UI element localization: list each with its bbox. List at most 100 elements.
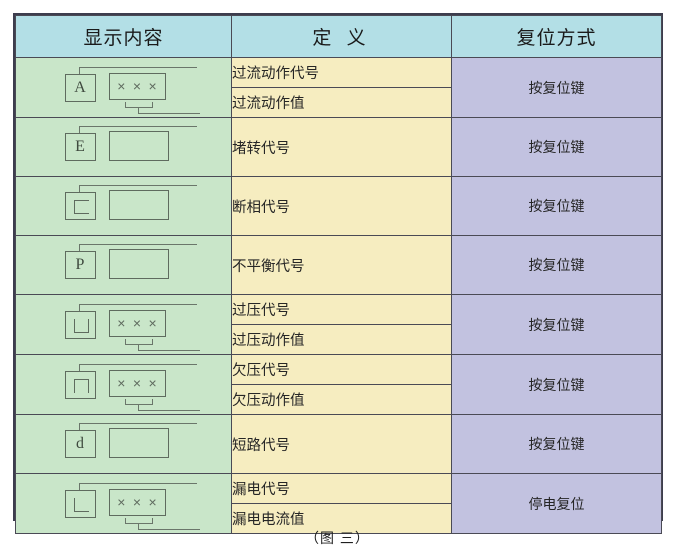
- code-digit-box: P: [64, 251, 96, 279]
- table-row: d 短路代号按复位键: [15, 414, 662, 474]
- code-digit-box: [64, 192, 96, 220]
- leader-line-bottom: [137, 106, 200, 114]
- leader-line-bottom: [137, 403, 200, 411]
- leader-line-top: [78, 126, 197, 134]
- leader-line-top: [78, 185, 197, 193]
- reset-method-cell: 按复位键: [451, 235, 662, 295]
- led-display-graphic: × × ×: [29, 299, 219, 351]
- code-digit-box: [64, 489, 96, 518]
- code-glyph: [73, 378, 89, 393]
- led-display-graphic: d: [29, 418, 219, 470]
- reset-method-cell: 按复位键: [451, 57, 662, 118]
- leader-line-top: [78, 303, 197, 312]
- code-digit-box: [64, 310, 96, 339]
- reset-method-cell: 停电复位: [451, 473, 662, 534]
- value-empty-box: [108, 428, 169, 458]
- definition-cell: 过压动作值: [231, 324, 452, 355]
- code-digit-box: A: [64, 73, 96, 102]
- value-digit-mark: ×: [117, 315, 126, 331]
- table-row: × × × 欠压代号按复位键: [15, 354, 662, 415]
- definition-cell: 不平衡代号: [231, 235, 452, 295]
- leader-line-top: [78, 66, 197, 75]
- value-digit-mark: ×: [132, 315, 142, 331]
- table-row: × × × 过压代号按复位键: [15, 294, 662, 355]
- definition-cell: 漏电代号: [231, 473, 452, 504]
- code-glyph: P: [75, 256, 85, 273]
- definition-cell: 欠压动作值: [231, 384, 452, 415]
- value-digit-mark: ×: [117, 375, 126, 391]
- value-digit-mark: ×: [148, 315, 157, 331]
- header-display-content: 显示内容: [15, 15, 232, 58]
- value-digit-mark: ×: [132, 78, 142, 94]
- table-row: A×××过流动作代号按复位键: [15, 57, 662, 118]
- definition-cell: 断相代号: [231, 176, 452, 236]
- code-glyph: [73, 497, 89, 512]
- reset-method-cell: 按复位键: [451, 354, 662, 415]
- value-empty-box: [108, 131, 169, 161]
- value-digit-mark: ×: [132, 375, 142, 391]
- value-digit-mark: ×: [117, 494, 126, 510]
- leader-stub-bottom: [124, 101, 153, 108]
- display-content-cell: A×××: [15, 57, 232, 118]
- led-display-graphic: E: [29, 121, 219, 173]
- value-digit-mark: ×: [132, 494, 142, 510]
- leader-stub-bottom: [124, 398, 153, 405]
- led-display-graphic: A×××: [29, 62, 219, 114]
- definition-cell: 过流动作值: [231, 87, 452, 118]
- table-row: P 不平衡代号按复位键: [15, 235, 662, 295]
- value-digit-mark: ×: [148, 78, 157, 94]
- leader-line-bottom: [137, 522, 200, 530]
- table-row: × × × 漏电代号停电复位: [15, 473, 662, 534]
- code-digit-box: d: [64, 430, 96, 458]
- display-content-cell: × × ×: [15, 473, 232, 534]
- table-row: 过压动作值: [16, 324, 662, 355]
- table-row: 断相代号按复位键: [15, 176, 662, 236]
- definition-cell: 漏电电流值: [231, 503, 452, 534]
- led-display-graphic: × × ×: [29, 478, 219, 530]
- code-digit-box: [64, 370, 96, 399]
- code-glyph: [73, 318, 89, 333]
- led-display-graphic: × × ×: [29, 359, 219, 411]
- table-header: 显示内容 定 义 复位方式: [15, 15, 662, 58]
- header-reset-method: 复位方式: [451, 15, 662, 58]
- reset-method-cell: 按复位键: [451, 117, 662, 177]
- code-glyph: [73, 200, 89, 214]
- led-display-graphic: [29, 180, 219, 232]
- code-digit-box: E: [64, 133, 96, 161]
- table-row: E 堵转代号按复位键: [15, 117, 662, 177]
- display-content-cell: × × ×: [15, 294, 232, 355]
- definition-cell: 欠压代号: [231, 354, 452, 385]
- header-row: 显示内容 定 义 复位方式: [15, 15, 662, 58]
- display-content-cell: E: [15, 117, 232, 177]
- table-row: 漏电电流值: [16, 503, 662, 534]
- definition-cell: 短路代号: [231, 414, 452, 474]
- value-digit-mark: ×: [148, 375, 157, 391]
- code-glyph: E: [75, 138, 85, 155]
- display-content-cell: d: [15, 414, 232, 474]
- definition-cell: 过流动作代号: [231, 57, 452, 88]
- value-digit-mark: ×: [148, 494, 157, 510]
- value-digits-box: × × ×: [108, 309, 166, 337]
- led-display-graphic: P: [29, 239, 219, 291]
- leader-line-bottom: [137, 343, 200, 351]
- leader-line-top: [78, 363, 197, 372]
- leader-stub-bottom: [124, 338, 153, 345]
- leader-line-top: [78, 423, 197, 431]
- leader-line-top: [78, 482, 197, 491]
- display-content-cell: × × ×: [15, 354, 232, 415]
- figure-caption: （图 三）: [305, 530, 370, 546]
- leader-stub-bottom: [124, 517, 153, 524]
- reset-method-cell: 按复位键: [451, 294, 662, 355]
- definition-cell: 堵转代号: [231, 117, 452, 177]
- value-digits-box: × × ×: [108, 369, 166, 397]
- reset-method-cell: 按复位键: [451, 176, 662, 236]
- definition-cell: 过压代号: [231, 294, 452, 325]
- reset-method-cell: 按复位键: [451, 414, 662, 474]
- value-digits-box: ×××: [108, 72, 166, 100]
- value-digits-box: × × ×: [108, 488, 166, 516]
- leader-line-top: [78, 244, 197, 252]
- code-glyph: d: [76, 435, 84, 452]
